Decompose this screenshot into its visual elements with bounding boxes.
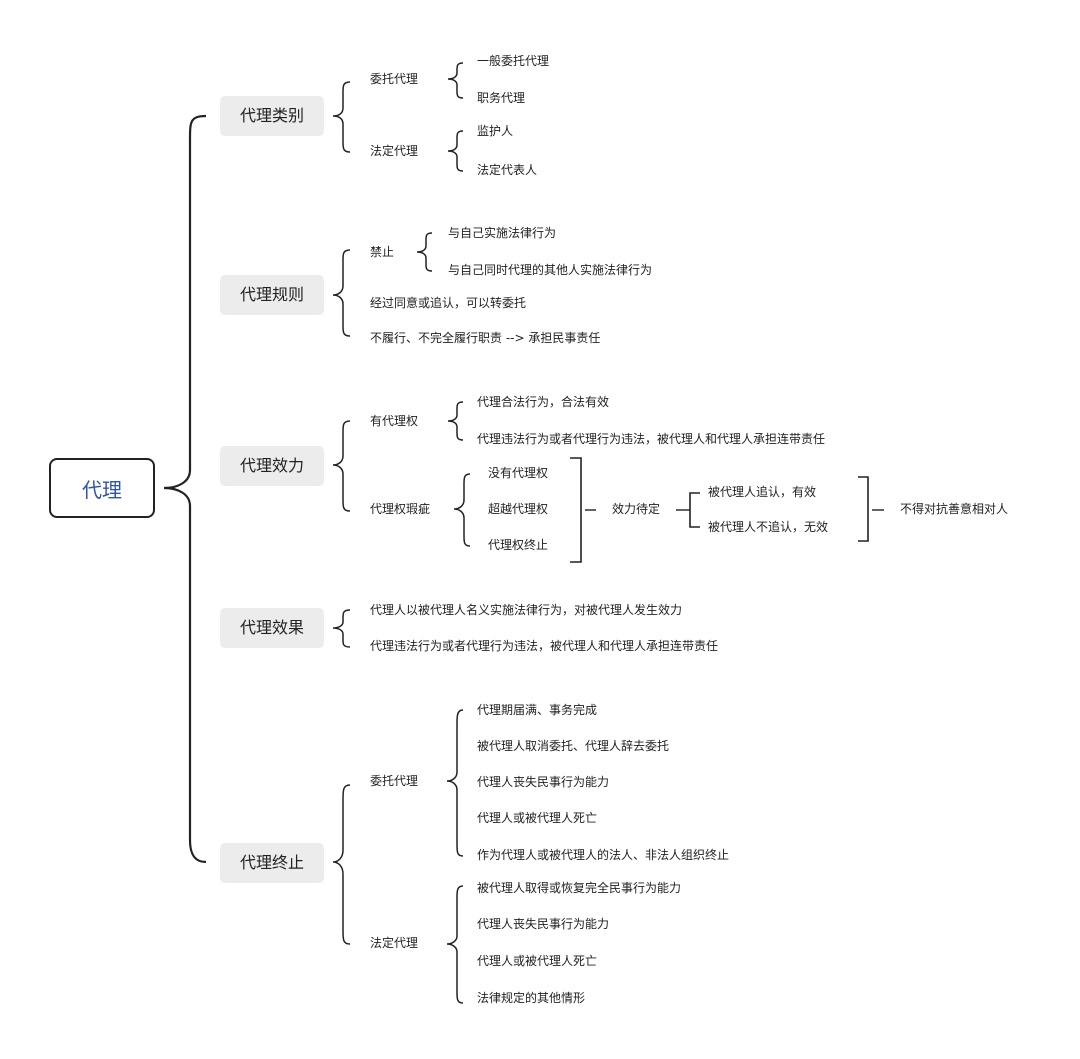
leaf-rule-subdelegation[interactable]: 经过同意或追认，可以转委托 xyxy=(370,296,527,310)
pending-bracket xyxy=(689,492,700,528)
leaf-term-entrust-4[interactable]: 代理人或被代理人死亡 xyxy=(477,811,598,825)
node-prohibit[interactable]: 禁止 xyxy=(370,245,395,259)
node-bona-fide[interactable]: 不得对抗善意相对人 xyxy=(900,502,1009,516)
leaf-result-illegal[interactable]: 代理违法行为或者代理行为违法，被代理人和代理人承担连带责任 xyxy=(370,639,719,653)
root-node[interactable]: 代理 xyxy=(49,458,155,518)
defect-brace xyxy=(453,473,471,547)
legal-brace xyxy=(447,130,464,172)
categories-brace xyxy=(332,81,351,153)
leaf-term-entrust-2[interactable]: 被代理人取消委托、代理人辞去委托 xyxy=(477,739,670,753)
leaf-exceed-authority[interactable]: 超越代理权 xyxy=(488,502,549,516)
leaf-term-entrust-1[interactable]: 代理期届满、事务完成 xyxy=(477,703,598,717)
leaf-no-authority[interactable]: 没有代理权 xyxy=(488,466,549,480)
termination-brace xyxy=(332,784,351,945)
leaf-term-entrust-5[interactable]: 作为代理人或被代理人的法人、非法人组织终止 xyxy=(477,848,730,862)
leaf-duty-agency[interactable]: 职务代理 xyxy=(477,91,526,105)
term-legal-brace xyxy=(446,885,464,1004)
node-effect[interactable]: 代理效力 xyxy=(220,446,324,486)
leaf-authority-ended[interactable]: 代理权终止 xyxy=(488,538,549,552)
effect-brace xyxy=(332,420,351,512)
leaf-legal-representative[interactable]: 法定代表人 xyxy=(477,163,538,177)
prohibit-brace xyxy=(416,232,433,272)
authorized-brace xyxy=(447,401,464,441)
node-categories-entrust[interactable]: 委托代理 xyxy=(370,72,419,86)
leaf-result-effect[interactable]: 代理人以被代理人名义实施法律行为，对被代理人发生效力 xyxy=(370,603,683,617)
node-result[interactable]: 代理效果 xyxy=(220,608,324,648)
result-brace xyxy=(332,609,351,648)
entrust-brace xyxy=(447,62,464,99)
leaf-term-legal-1[interactable]: 被代理人取得或恢复完全民事行为能力 xyxy=(477,881,682,895)
leaf-authorized-legal[interactable]: 代理合法行为，合法有效 xyxy=(477,395,610,409)
leaf-not-ratified[interactable]: 被代理人不追认，无效 xyxy=(708,520,829,534)
leaf-term-entrust-3[interactable]: 代理人丧失民事行为能力 xyxy=(477,775,610,789)
node-categories[interactable]: 代理类别 xyxy=(220,96,324,136)
outcome-bracket xyxy=(858,476,869,542)
leaf-term-legal-4[interactable]: 法律规定的其他情形 xyxy=(477,991,586,1005)
leaf-prohibit-self[interactable]: 与自己实施法律行为 xyxy=(448,226,557,240)
node-categories-legal[interactable]: 法定代理 xyxy=(370,144,419,158)
node-authorized[interactable]: 有代理权 xyxy=(370,414,419,428)
node-rules[interactable]: 代理规则 xyxy=(220,275,324,315)
leaf-rule-liability[interactable]: 不履行、不完全履行职责 --> 承担民事责任 xyxy=(370,331,601,345)
node-defect[interactable]: 代理权瑕疵 xyxy=(370,502,431,516)
leaf-guardian[interactable]: 监护人 xyxy=(477,124,514,138)
node-term-legal[interactable]: 法定代理 xyxy=(370,936,419,950)
leaf-term-legal-3[interactable]: 代理人或被代理人死亡 xyxy=(477,954,598,968)
defect-bracket xyxy=(570,457,582,563)
leaf-ratified[interactable]: 被代理人追认，有效 xyxy=(708,485,817,499)
leaf-prohibit-dual[interactable]: 与自己同时代理的其他人实施法律行为 xyxy=(448,263,653,277)
leaf-general-entrust[interactable]: 一般委托代理 xyxy=(477,54,550,68)
node-termination[interactable]: 代理终止 xyxy=(220,843,324,883)
node-pending[interactable]: 效力待定 xyxy=(612,502,661,516)
node-term-entrust[interactable]: 委托代理 xyxy=(370,774,419,788)
root-brace xyxy=(163,114,207,864)
leaf-authorized-illegal[interactable]: 代理违法行为或者代理行为违法，被代理人和代理人承担连带责任 xyxy=(477,432,826,446)
leaf-term-legal-2[interactable]: 代理人丧失民事行为能力 xyxy=(477,917,610,931)
rules-brace xyxy=(332,249,351,337)
term-entrust-brace xyxy=(446,709,464,857)
